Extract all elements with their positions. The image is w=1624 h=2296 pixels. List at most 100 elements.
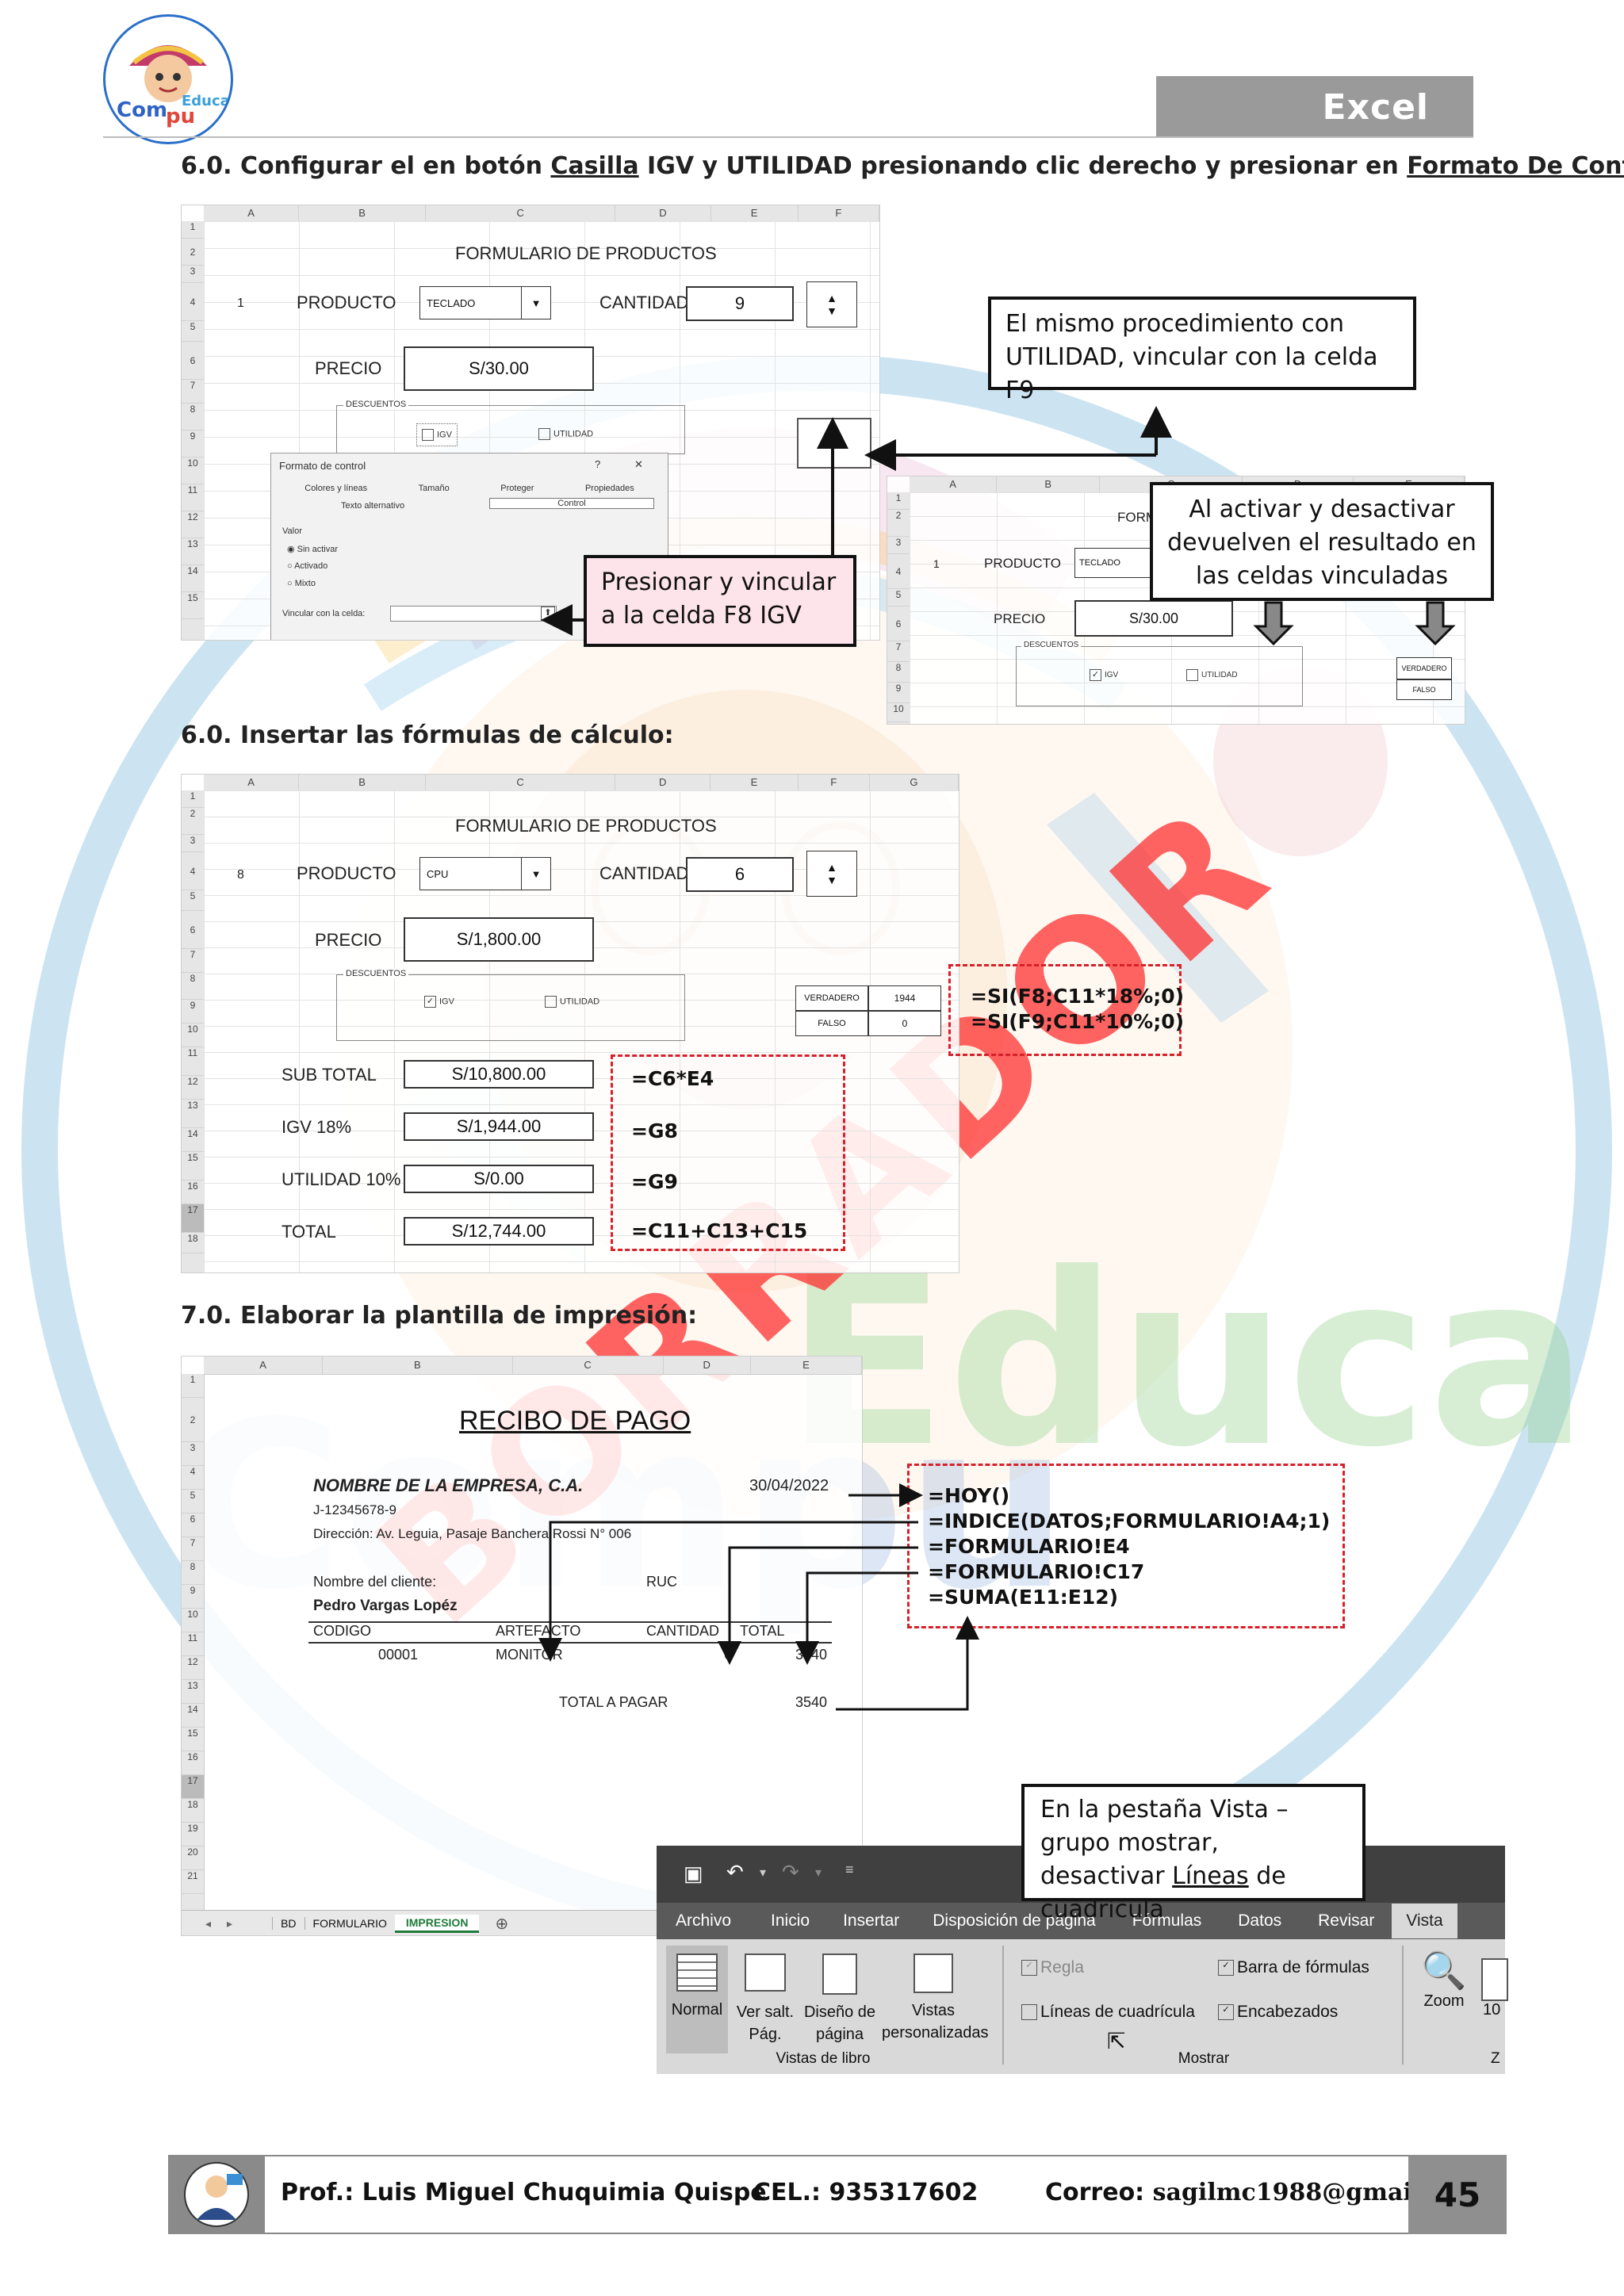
formula-hoy: =HOY() bbox=[928, 1484, 1010, 1507]
zoom-100-label: 10 bbox=[1483, 2001, 1501, 2019]
redo-icon[interactable]: ↷ bbox=[782, 1860, 799, 1884]
row-header: 14 bbox=[182, 1704, 204, 1728]
close-icon[interactable]: ✕ bbox=[634, 458, 643, 470]
undo-dropdown-icon[interactable]: ▾ bbox=[760, 1866, 767, 1880]
col-header: E bbox=[751, 1357, 862, 1374]
add-sheet-icon[interactable]: ⊕ bbox=[495, 1915, 509, 1933]
cantidad-spinner[interactable]: ▲▼ bbox=[806, 281, 857, 327]
help-icon[interactable]: ? bbox=[595, 458, 601, 470]
dropdown-arrow-icon[interactable]: ▼ bbox=[521, 287, 550, 319]
row-header: 16 bbox=[182, 1181, 204, 1204]
total-value: S/12,744.00 bbox=[404, 1217, 594, 1246]
igv-checkbox[interactable]: ✓IGV bbox=[424, 996, 454, 1008]
col-total-header: TOTAL bbox=[740, 1623, 785, 1639]
footer-teacher-icon bbox=[168, 2155, 265, 2234]
cantidad-value: 6 bbox=[686, 857, 794, 892]
row-header: 13 bbox=[182, 1100, 204, 1128]
cantidad-spinner[interactable]: ▲▼ bbox=[806, 851, 857, 897]
section-heading-formulas: 6.0. Insertar las fórmulas de cálculo: bbox=[181, 721, 674, 749]
regla-checkbox[interactable]: ✓Regla bbox=[1021, 1958, 1084, 1977]
product-index: 1 bbox=[237, 297, 244, 310]
row-header: 4 bbox=[182, 852, 204, 890]
row-header: 7 bbox=[182, 1537, 204, 1561]
igv-checkbox[interactable]: ✓IGV bbox=[1090, 669, 1118, 681]
tab-vista[interactable]: Vista bbox=[1392, 1904, 1457, 1938]
zoom-100-icon[interactable] bbox=[1481, 1958, 1508, 2001]
tab-colores[interactable]: Colores y líneas bbox=[304, 484, 368, 493]
tab-datos[interactable]: Datos bbox=[1238, 1911, 1282, 1930]
spin-up-icon[interactable]: ▲ bbox=[826, 861, 837, 874]
tab-proteger[interactable]: Proteger bbox=[500, 484, 534, 493]
row-header: 10 bbox=[887, 703, 910, 722]
descuentos-groupbox: DESCUENTOS ✓IGV UTILIDAD bbox=[1016, 641, 1303, 706]
page-layout-icon bbox=[822, 1954, 857, 1995]
tab-disposicion[interactable]: Disposición de página bbox=[933, 1911, 1096, 1930]
product-index: 8 bbox=[237, 868, 244, 882]
tab-propiedades[interactable]: Propiedades bbox=[584, 484, 634, 493]
tab-insertar[interactable]: Insertar bbox=[843, 1911, 900, 1930]
sheet-tab-impresion[interactable]: IMPRESION bbox=[394, 1914, 480, 1933]
cell-f9-falso: FALSO bbox=[795, 1011, 868, 1036]
sheet-tab-bd[interactable]: BD bbox=[272, 1917, 304, 1930]
range-picker-icon[interactable]: ⬆ bbox=[541, 607, 555, 621]
tab-nav-next-icon[interactable]: ▸ bbox=[227, 1916, 233, 1930]
utilidad-checkbox[interactable]: UTILIDAD bbox=[545, 996, 599, 1008]
callout-utilidad-f9: El mismo procedimiento con UTILIDAD, vin… bbox=[988, 297, 1416, 404]
footer-phone: CEL.: 935317602 bbox=[753, 2179, 979, 2206]
radio-mixto[interactable]: ○ Mixto bbox=[287, 579, 316, 588]
ribbon-tabs: Archivo Inicio Insertar Disposición de p… bbox=[657, 1903, 1505, 1939]
view-personalizadas-button[interactable]: Vistas personalizadas bbox=[882, 1946, 989, 2053]
producto-combobox[interactable]: CPU ▼ bbox=[419, 857, 551, 890]
view-diseno-button[interactable]: Diseño de página bbox=[798, 1946, 882, 2053]
customize-toolbar-icon[interactable]: ≡ bbox=[845, 1862, 854, 1877]
col-header: F bbox=[799, 205, 879, 221]
vincular-input[interactable] bbox=[390, 606, 557, 622]
tab-formulas[interactable]: Fórmulas bbox=[1132, 1911, 1202, 1930]
tab-tamano[interactable]: Tamaño bbox=[418, 484, 450, 493]
radio-label: Mixto bbox=[294, 579, 316, 588]
spin-down-icon[interactable]: ▼ bbox=[826, 874, 837, 886]
row-header: 2 bbox=[887, 510, 910, 537]
view-salto-button[interactable]: Ver salt. Pág. bbox=[733, 1946, 798, 2053]
tab-archivo[interactable]: Archivo bbox=[676, 1911, 732, 1930]
receipt-date: 30/04/2022 bbox=[749, 1477, 829, 1494]
dropdown-arrow-icon[interactable]: ▼ bbox=[521, 858, 550, 890]
view-salto-label: Ver salt. Pág. bbox=[736, 2003, 795, 2043]
row-header: 7 bbox=[182, 949, 204, 973]
cantidad-value: 9 bbox=[686, 286, 794, 321]
utilidad-checkbox[interactable]: UTILIDAD bbox=[538, 428, 593, 440]
col-header: B bbox=[299, 205, 427, 221]
tab-inicio[interactable]: Inicio bbox=[771, 1911, 810, 1930]
form-title: FORMULARIO DE PRODUCTOS bbox=[455, 816, 717, 836]
barra-formulas-checkbox[interactable]: ✓Barra de fórmulas bbox=[1218, 1958, 1369, 1977]
spin-down-icon[interactable]: ▼ bbox=[826, 304, 837, 317]
radio-sin-activar[interactable]: ◉ Sin activar bbox=[287, 545, 339, 554]
redo-dropdown-icon[interactable]: ▾ bbox=[815, 1866, 822, 1880]
igv-label: IGV bbox=[439, 997, 454, 1007]
tab-revisar[interactable]: Revisar bbox=[1318, 1911, 1375, 1930]
row-codigo: 00001 bbox=[378, 1647, 419, 1663]
radio-activado[interactable]: ○ Activado bbox=[287, 561, 328, 571]
sheet-tab-formulario[interactable]: FORMULARIO bbox=[304, 1917, 395, 1930]
save-icon[interactable]: ▣ bbox=[684, 1862, 703, 1885]
row-header: 2 bbox=[182, 239, 204, 266]
tab-texto-alternativo[interactable]: Texto alternativo bbox=[341, 501, 405, 511]
view-diseno-label: Diseño de página bbox=[803, 2003, 876, 2043]
tab-control[interactable]: Control bbox=[489, 498, 654, 509]
producto-value: TECLADO bbox=[427, 297, 476, 309]
lineas-cuadricula-checkbox[interactable]: Líneas de cuadrícula bbox=[1021, 2003, 1195, 2022]
tab-nav-prev-icon[interactable]: ◂ bbox=[205, 1916, 212, 1930]
view-normal-button[interactable]: Normal bbox=[666, 1946, 728, 2053]
precio-value: S/30.00 bbox=[1074, 600, 1233, 637]
utilidad-checkbox[interactable]: UTILIDAD bbox=[1186, 669, 1238, 681]
zoom-button[interactable]: 🔍 Zoom bbox=[1415, 1949, 1473, 2011]
total-label: TOTAL bbox=[282, 1222, 336, 1242]
encabezados-checkbox[interactable]: ✓Encabezados bbox=[1218, 2003, 1338, 2022]
cell-f8-f9-target bbox=[797, 418, 871, 469]
subtotal-value: S/10,800.00 bbox=[404, 1060, 594, 1089]
igv-checkbox[interactable]: IGV bbox=[416, 423, 458, 446]
undo-icon[interactable]: ↶ bbox=[726, 1860, 744, 1884]
row-header: 8 bbox=[182, 1561, 204, 1585]
spin-up-icon[interactable]: ▲ bbox=[826, 292, 837, 304]
producto-combobox[interactable]: TECLADO ▼ bbox=[419, 286, 551, 320]
